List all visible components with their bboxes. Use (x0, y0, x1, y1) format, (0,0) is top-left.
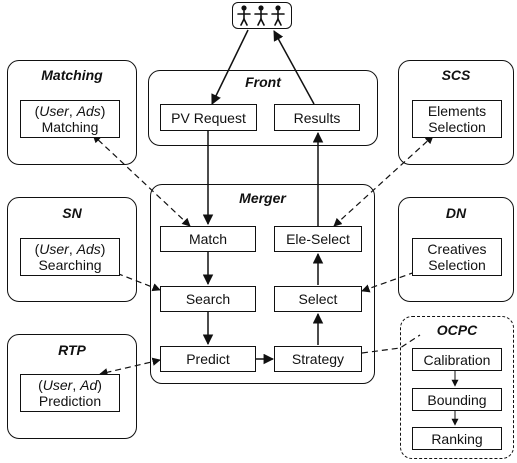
merger-panel-title: Merger (239, 190, 286, 206)
ranking-box: Ranking (412, 427, 502, 450)
rtp-panel (7, 334, 137, 439)
front-panel (148, 70, 378, 146)
calibration-box: Calibration (412, 348, 502, 371)
user-ad-prediction-box: (User, Ad) Prediction (20, 374, 120, 412)
users-to-pv-request-arrow (211, 29, 249, 105)
matching-panel-title: Matching (41, 67, 103, 83)
dn-panel-title: DN (445, 205, 467, 221)
predict-box: Predict (160, 346, 256, 372)
match-box: Match (160, 226, 256, 252)
select-box: Select (274, 286, 362, 312)
front-panel-title: Front (245, 74, 281, 90)
user-ads-matching-box: (User, Ads) Matching (20, 100, 120, 138)
user-ads-searching-box: (User, Ads) Searching (20, 238, 120, 276)
rtp-panel-title: RTP (58, 342, 86, 358)
merger-panel (150, 184, 375, 384)
scs-panel-title: SCS (441, 67, 471, 83)
match-matching-dashed-link (92, 134, 191, 227)
results-box: Results (274, 104, 360, 131)
pv-request-box: PV Request (160, 104, 257, 131)
elements-selection-box: Elements Selection (412, 100, 502, 138)
ocpc-panel-title: OCPC (436, 322, 478, 338)
results-to-users-arrow (273, 30, 315, 105)
scs-panel (398, 60, 514, 165)
creatives-selection-box: Creatives Selection (412, 238, 502, 276)
search-box: Search (160, 286, 256, 312)
users-group-icon (232, 2, 292, 29)
sn-panel-title: SN (62, 205, 82, 221)
search-searching-dashed-link (92, 262, 161, 292)
bounding-box: Bounding (412, 388, 502, 411)
ele-select-elements-dashed-link (333, 135, 434, 227)
ocpc-panel (400, 316, 514, 459)
ele-select-box: Ele-Select (274, 226, 362, 252)
matching-panel (7, 60, 137, 165)
dn-panel (398, 197, 514, 302)
strategy-box: Strategy (274, 346, 362, 372)
sn-panel (7, 197, 137, 302)
